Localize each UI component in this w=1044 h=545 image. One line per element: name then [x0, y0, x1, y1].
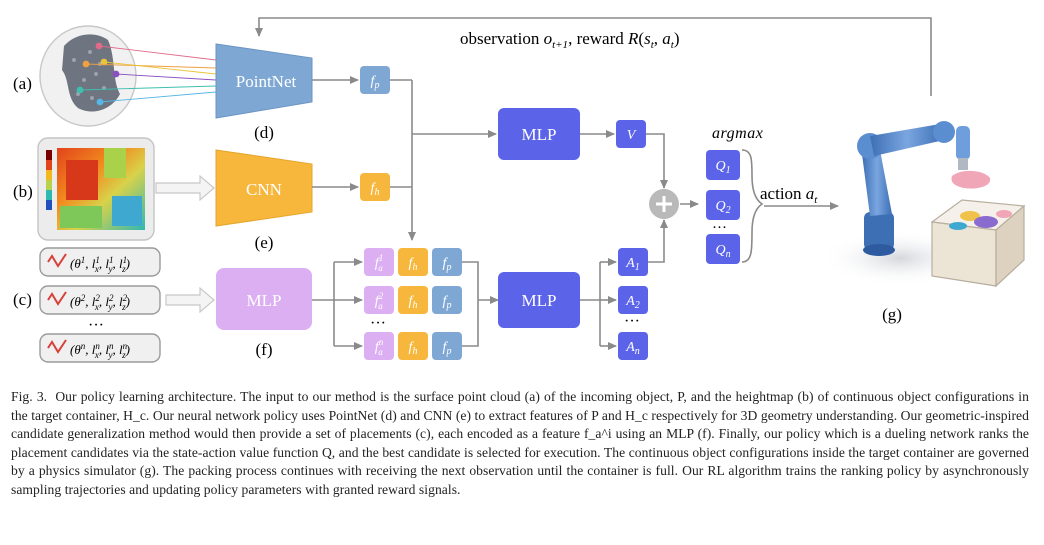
svg-text:fp: fp [443, 256, 452, 273]
candidates-ellipsis: ··· [88, 317, 104, 334]
svg-text:fh: fh [371, 181, 380, 198]
svg-text:···: ··· [624, 313, 640, 330]
caption-title: Fig. 3. [11, 389, 48, 404]
panel-label-g: (g) [882, 305, 902, 324]
svg-text:(θ1, l1x, l1y, l1z): (θ1, l1x, l1y, l1z) [70, 255, 130, 274]
advantage-outputs: A1 A2 ··· An [618, 248, 648, 360]
svg-text:(θ2, l2x, l2y, l2z): (θ2, l2x, l2y, l2z) [70, 293, 130, 312]
argmax-brace [741, 149, 764, 263]
action-label: action at [760, 184, 818, 206]
robot-simulator-panel: (g) [820, 121, 1026, 324]
svg-text:V: V [627, 128, 637, 143]
svg-text:fna: fna [375, 337, 384, 357]
caption-text: Our policy learning architecture. The in… [11, 389, 1029, 497]
svg-text:MLP: MLP [522, 125, 557, 144]
panel-label-f: (f) [256, 340, 273, 359]
pointnet-block: PointNet (d) [215, 43, 313, 142]
svg-text:PointNet: PointNet [236, 72, 297, 91]
container-box [930, 199, 1026, 288]
svg-text:fh: fh [409, 294, 418, 311]
heightmap-colorbar [46, 150, 52, 210]
argmax-label: argmax [712, 125, 763, 142]
cnn-block: CNN (e) [215, 149, 313, 252]
panel-label-a: (a) [13, 74, 32, 93]
svg-text:(θn, lnx, lny, lnz): (θn, lnx, lny, lnz) [70, 341, 130, 360]
svg-text:CNN: CNN [246, 180, 282, 199]
svg-text:f1a: f1a [375, 253, 383, 273]
feedback-label: observation ot+1, reward R(st, at) [460, 29, 680, 51]
svg-text:f2a: f2a [375, 291, 384, 311]
point-cloud-panel: (a) [13, 25, 217, 127]
q-values: argmax Q1 Q2 ··· Qn [706, 125, 763, 264]
figure-caption: Fig. 3. Our policy learning architecture… [11, 388, 1029, 500]
feedback-loop: observation ot+1, reward R(st, at) [255, 17, 932, 96]
architecture-figure: observation ot+1, reward R(st, at) (a) (… [13, 17, 1026, 363]
svg-text:fp: fp [443, 340, 452, 357]
panel-label-d: (d) [254, 123, 274, 142]
sum-node-icon [649, 189, 679, 219]
svg-text:MLP: MLP [247, 291, 282, 310]
panel-label-c: (c) [13, 290, 32, 309]
feature-fh: fh [360, 173, 390, 201]
panel-label-b: (b) [13, 182, 33, 201]
advantage-mlp-block: MLP [498, 272, 580, 328]
heightmap-panel: (b) [13, 137, 215, 241]
panel-label-e: (e) [255, 233, 274, 252]
connectors [312, 76, 699, 350]
svg-text:fp: fp [443, 294, 452, 311]
value-output: V [616, 120, 646, 148]
features-ellipsis: ··· [370, 315, 386, 332]
candidate-mlp-block: MLP (f) [216, 268, 312, 359]
svg-text:MLP: MLP [522, 291, 557, 310]
feature-fp: fp [360, 66, 390, 94]
value-mlp-block: MLP [498, 108, 580, 160]
svg-text:fh: fh [409, 256, 418, 273]
svg-text:fp: fp [371, 74, 380, 91]
svg-text:···: ··· [712, 220, 727, 236]
svg-text:fh: fh [409, 340, 418, 357]
